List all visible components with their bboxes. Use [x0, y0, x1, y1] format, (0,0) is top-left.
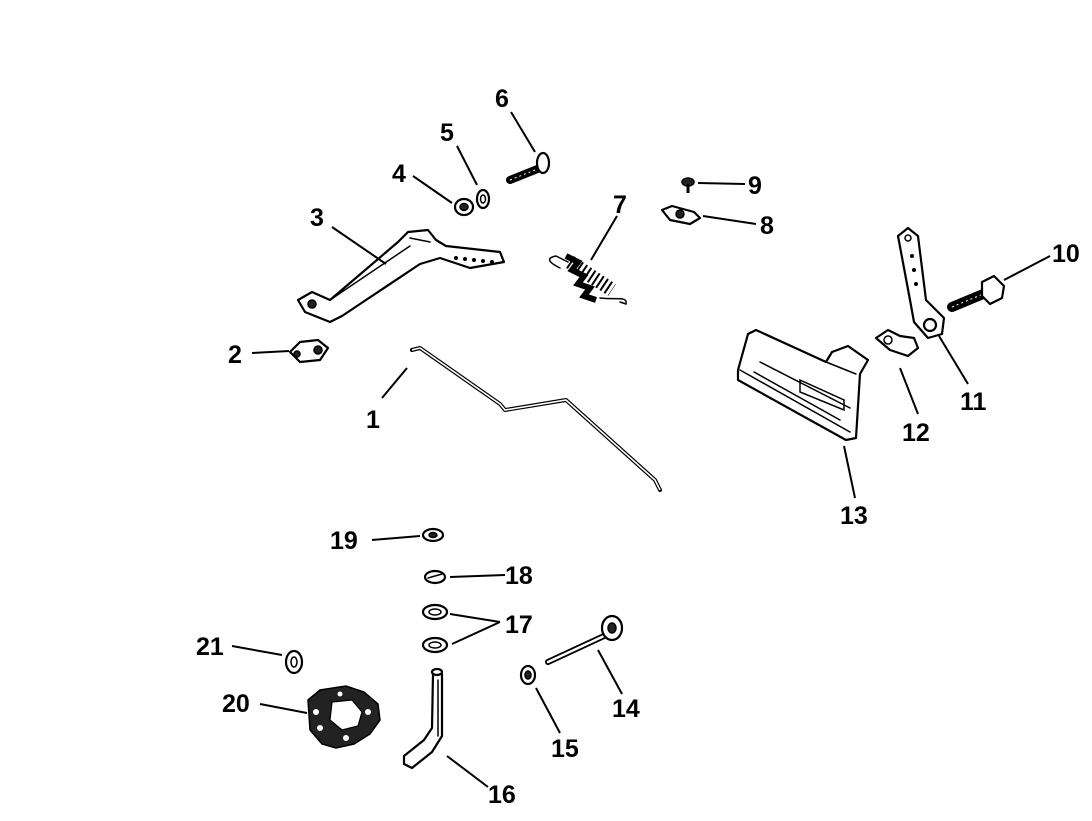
leader-5	[456, 145, 478, 186]
part-16-shaft	[402, 667, 444, 770]
callout-3: 3	[310, 204, 324, 232]
part-14-pin	[545, 614, 624, 665]
leader-13	[843, 445, 856, 499]
part-3-bracket	[296, 228, 506, 324]
callout-1: 1	[366, 406, 380, 434]
callout-11: 11	[960, 388, 987, 416]
leader-2	[251, 350, 290, 354]
leader-14	[597, 649, 623, 695]
part-11-lever	[896, 226, 946, 340]
part-2-clip	[288, 338, 330, 364]
leader-16	[446, 755, 489, 788]
part-21-washer	[284, 649, 304, 675]
callout-6: 6	[495, 85, 509, 113]
leader-8	[702, 215, 757, 225]
callout-15: 15	[551, 735, 579, 763]
callout-10: 10	[1052, 240, 1080, 268]
callout-labels: 1 2 3 4 5 6 7 8 9 10 11 12 13 14 15 16 1…	[196, 85, 1080, 809]
callout-20: 20	[222, 690, 250, 718]
part-19-nut	[421, 527, 445, 543]
part-1-rod	[410, 346, 662, 492]
leader-19	[371, 535, 421, 541]
callout-7: 7	[613, 191, 627, 219]
leader-7	[590, 215, 618, 261]
leader-10	[1003, 255, 1051, 281]
leader-11	[938, 335, 969, 385]
part-20-gear	[307, 685, 381, 749]
part-8-clip	[660, 204, 702, 226]
leader-21	[231, 645, 283, 656]
part-12-cam	[874, 328, 920, 358]
leader-18	[449, 574, 506, 578]
part-4-nut	[453, 197, 475, 217]
leader-lines	[231, 111, 1051, 788]
callout-5: 5	[440, 119, 454, 147]
part-15-washer	[519, 664, 537, 686]
leader-17b	[451, 621, 501, 645]
callout-9: 9	[748, 172, 762, 200]
callout-19: 19	[330, 527, 358, 555]
part-7-spring	[548, 253, 627, 305]
leader-17a	[449, 613, 501, 623]
leader-20	[259, 703, 308, 714]
callout-12: 12	[902, 419, 930, 447]
callout-8: 8	[760, 212, 774, 240]
part-9-screw	[681, 177, 695, 193]
part-10-bolt	[947, 274, 1006, 312]
leader-1	[381, 367, 408, 399]
callout-2: 2	[228, 341, 242, 369]
part-18-lock-washer	[423, 569, 447, 585]
callout-16: 16	[488, 781, 516, 809]
part-13-plate	[736, 328, 870, 442]
callout-18: 18	[505, 562, 533, 590]
leader-12	[899, 367, 919, 415]
leader-6	[510, 111, 536, 153]
callout-13: 13	[840, 502, 868, 530]
callout-4: 4	[392, 160, 406, 188]
part-6-bolt	[506, 151, 551, 184]
callout-14: 14	[612, 695, 640, 723]
leader-15	[535, 687, 561, 734]
callout-21: 21	[196, 633, 224, 661]
part-17-washers	[421, 603, 449, 654]
part-5-washer	[475, 188, 491, 210]
leader-9	[697, 182, 746, 185]
leader-3	[331, 226, 387, 265]
leader-4	[412, 175, 453, 204]
callout-17: 17	[505, 611, 533, 639]
